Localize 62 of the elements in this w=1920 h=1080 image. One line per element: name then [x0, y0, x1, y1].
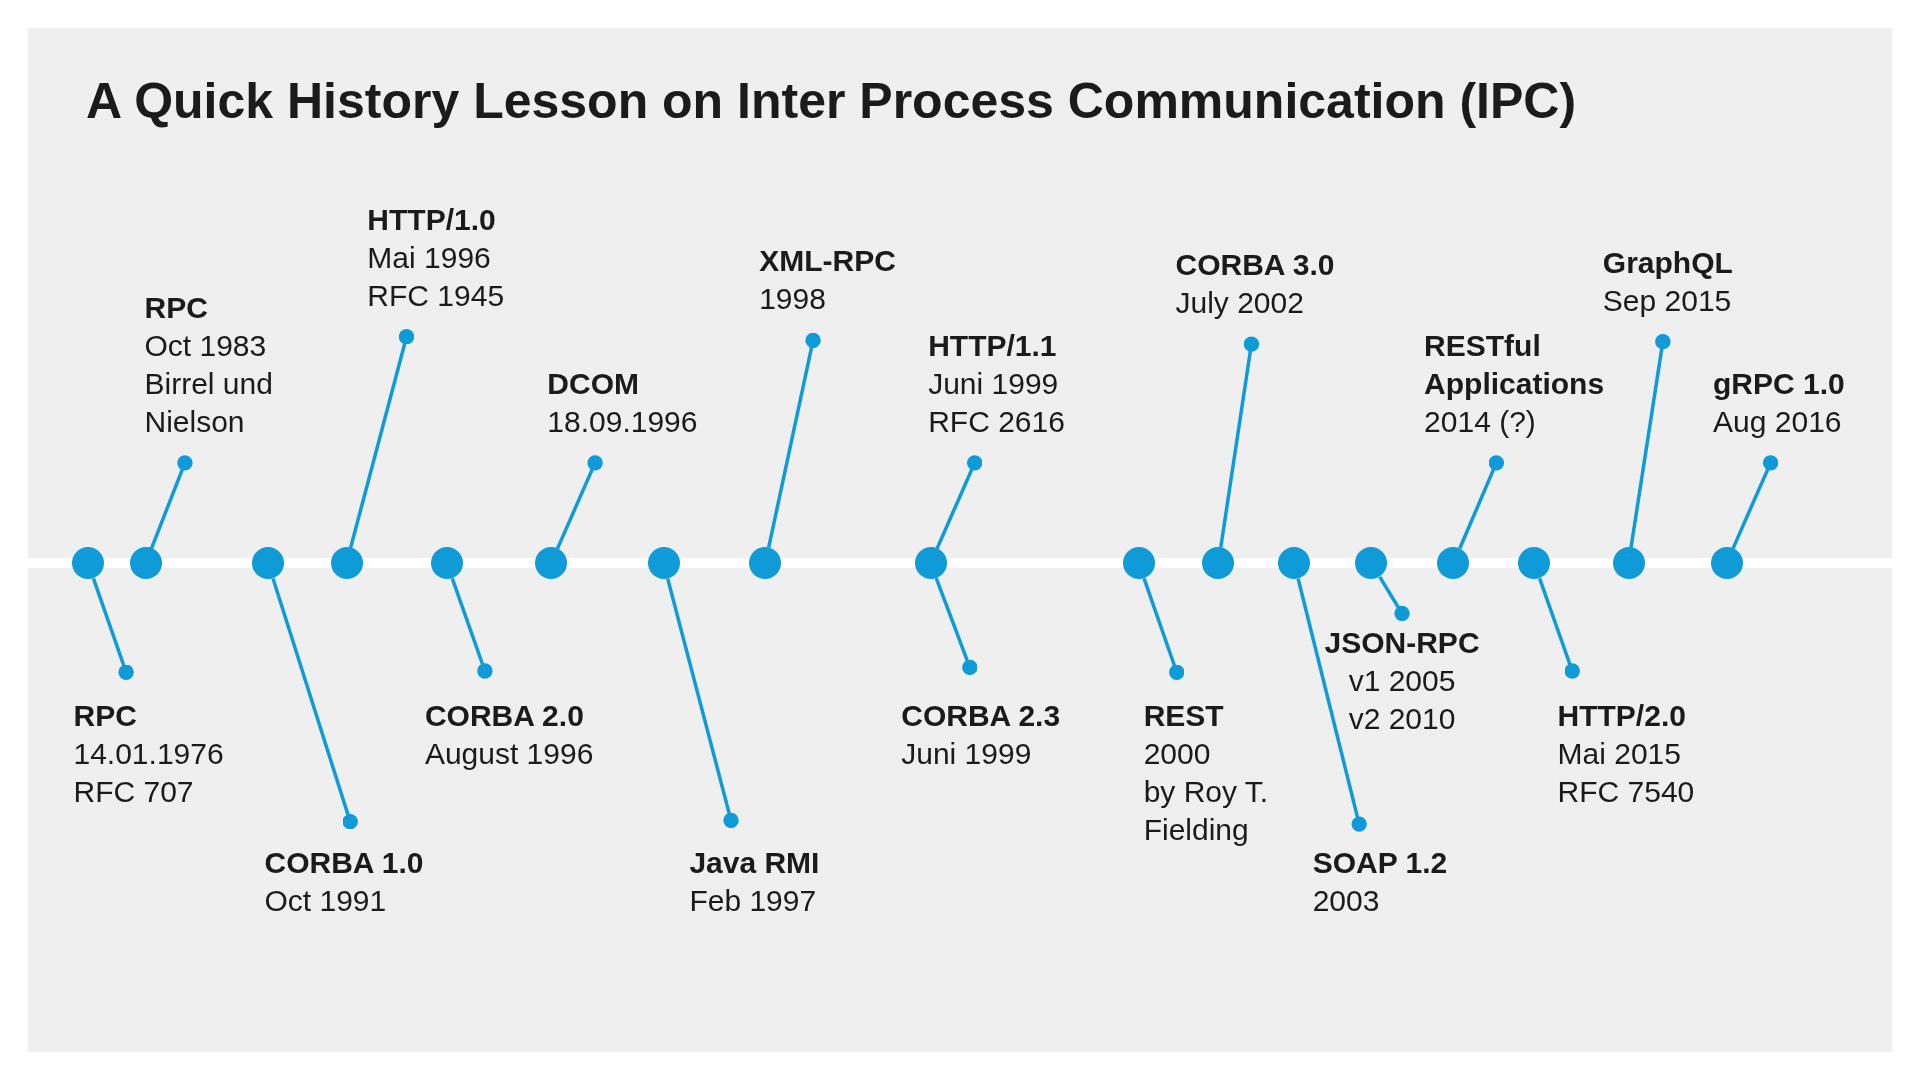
stem-line: [1219, 336, 1260, 548]
stem-line: [1537, 577, 1580, 679]
stem-line: [271, 578, 358, 830]
event-detail: Feb 1997: [689, 882, 818, 919]
event-title: GraphQL: [1602, 244, 1733, 281]
event-title: CORBA 2.0: [424, 697, 585, 734]
event-detail: Mai 1996: [367, 239, 492, 276]
event-title: Java RMI: [689, 844, 820, 881]
stem-line: [149, 455, 193, 549]
event-title: REST: [1143, 697, 1225, 734]
event-detail: July 2002: [1175, 285, 1305, 322]
event-detail: Oct 1983: [144, 327, 268, 364]
event-detail: 2000: [1143, 735, 1212, 772]
event-detail: Birrel und Nielson: [144, 365, 274, 440]
event-title: SOAP 1.2: [1312, 844, 1448, 881]
stem-line: [1629, 333, 1671, 548]
event-detail: RFC 707: [73, 773, 195, 810]
stem-line: [1296, 578, 1367, 832]
event-detail: RFC 1945: [367, 277, 505, 314]
stem-line: [1458, 455, 1505, 550]
event-detail: 2003: [1312, 882, 1381, 919]
event-detail: Oct 1991: [264, 882, 388, 919]
stem-line: [1142, 577, 1185, 680]
event-title: HTTP/1.0: [367, 201, 497, 238]
event-title: RESTful Applications: [1424, 327, 1606, 402]
event-title: RPC: [144, 289, 209, 326]
event-title: gRPC 1.0: [1713, 365, 1845, 402]
event-detail: RFC 7540: [1557, 773, 1695, 810]
event-detail: August 1996: [424, 735, 594, 772]
event-title: JSON-RPC: [1323, 625, 1481, 662]
title: A Quick History Lesson on Inter Process Communication (IPC): [86, 72, 1577, 130]
stem-line: [935, 455, 983, 550]
stem-line: [934, 577, 978, 676]
event-detail: Aug 2016: [1713, 403, 1843, 440]
stem-line: [666, 578, 739, 829]
event-title: HTTP/2.0: [1557, 697, 1687, 734]
stem-line: [1378, 576, 1410, 622]
event-title: CORBA 3.0: [1175, 247, 1335, 284]
event-detail: RFC 2616: [928, 403, 1065, 440]
event-detail: Sep 2015: [1602, 282, 1733, 319]
stem-line: [450, 577, 493, 679]
event-detail: 1998: [759, 281, 827, 318]
stem-line: [1731, 455, 1779, 550]
event-detail: v2 2010: [1347, 701, 1457, 738]
event-detail: Juni 1999: [901, 735, 1033, 772]
event-detail: Mai 2015: [1557, 735, 1682, 772]
event-title: HTTP/1.1: [928, 327, 1058, 364]
event-detail: by Roy T. Fielding: [1143, 773, 1270, 848]
event-title: CORBA 2.3: [901, 697, 1061, 734]
event-detail: 18.09.1996: [547, 403, 698, 440]
stem-line: [91, 577, 134, 680]
event-detail: 14.01.1976: [73, 735, 224, 772]
event-title: XML-RPC: [759, 243, 896, 280]
stem-line: [766, 332, 821, 548]
stem-line: [348, 329, 415, 549]
stem-line: [555, 455, 603, 550]
event-title: RPC: [73, 697, 138, 734]
event-detail: Juni 1999: [928, 365, 1060, 402]
event-title: CORBA 1.0: [264, 844, 424, 881]
event-detail: v1 2005: [1347, 663, 1457, 700]
event-title: DCOM: [547, 365, 640, 402]
event-detail: 2014 (?): [1424, 403, 1537, 440]
